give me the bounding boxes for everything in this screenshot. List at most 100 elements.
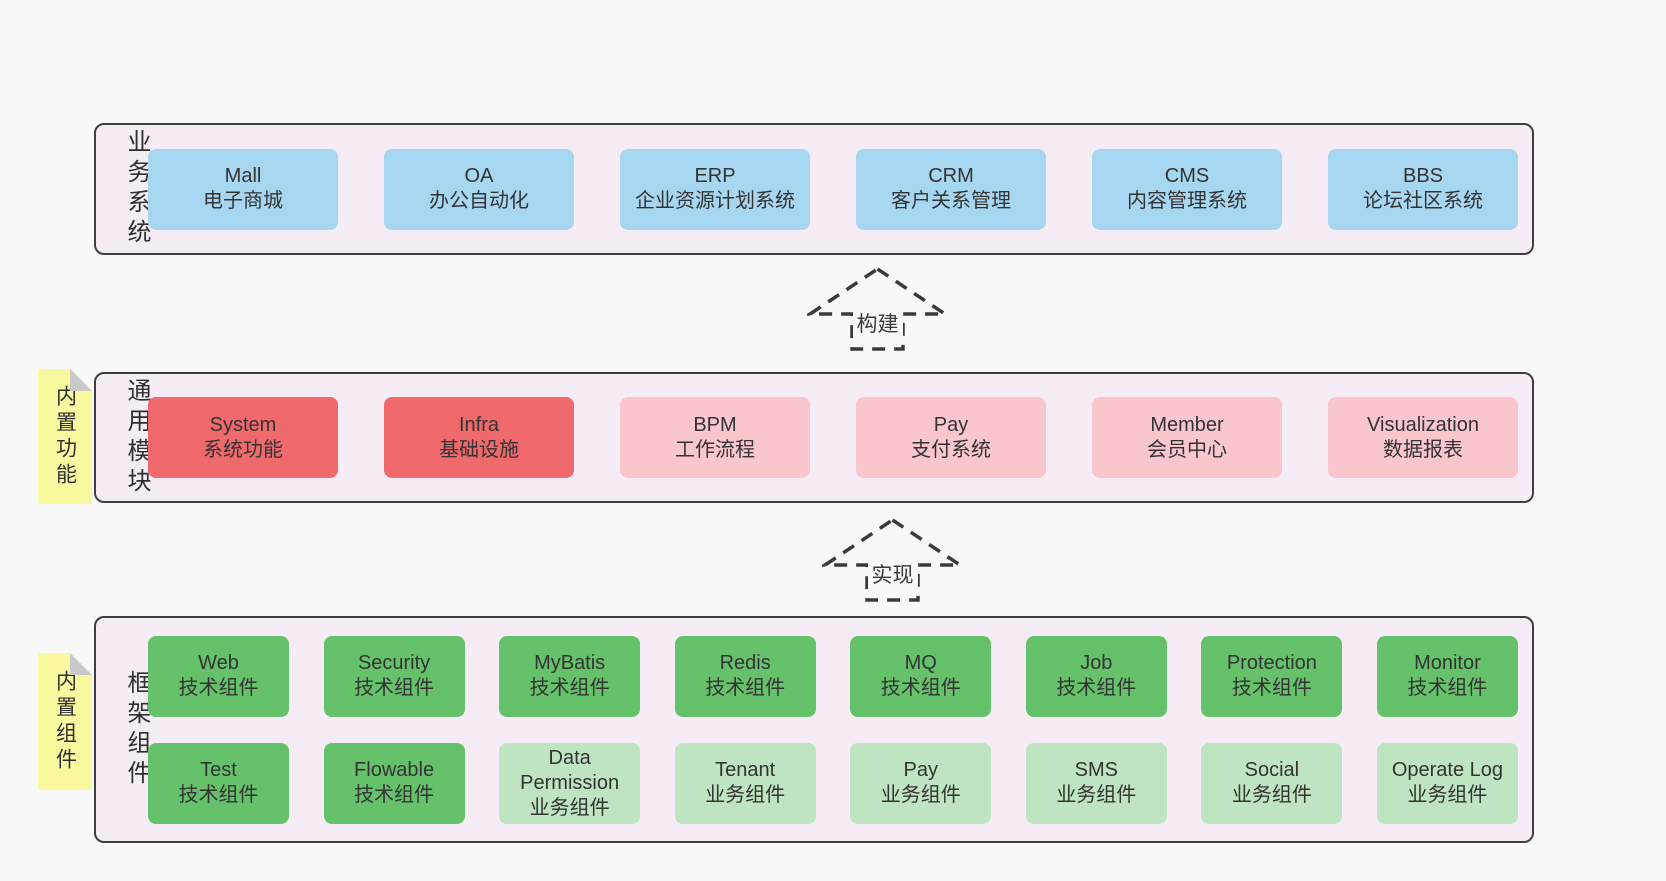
box-title: System xyxy=(209,413,277,436)
box-subtitle: 技术组件 xyxy=(705,677,786,699)
box-social: Social 业务组件 xyxy=(1201,742,1343,824)
box-subtitle: 客户关系管理 xyxy=(891,190,1011,212)
box-redis: Redis 技术组件 xyxy=(674,635,816,717)
box-member: Member 会员中心 xyxy=(1092,397,1282,478)
box-subtitle: 技术组件 xyxy=(354,784,435,806)
layer-business-systems: 业务系统 Mall 电子商城 OA 办公自动化 ERP 企业资源计划系统 CRM… xyxy=(94,123,1534,255)
layer-framework-components: 框架组件 Web 技术组件 Security 技术组件 MyBatis 技术组件… xyxy=(94,616,1534,843)
box-sms: SMS 业务组件 xyxy=(1025,742,1167,824)
box-subtitle: 支付系统 xyxy=(911,438,991,461)
up-arrow-icon xyxy=(819,517,966,602)
box-subtitle: 技术组件 xyxy=(1231,677,1312,699)
box-subtitle: 企业资源计划系统 xyxy=(635,190,795,212)
box-subtitle: 技术组件 xyxy=(178,677,259,699)
box-visualization: Visualization 数据报表 xyxy=(1328,397,1518,478)
up-arrow-icon xyxy=(804,266,951,351)
box-subtitle: 业务组件 xyxy=(705,784,786,806)
box-crm: CRM 客户关系管理 xyxy=(856,148,1046,230)
box-title: ERP xyxy=(694,165,736,187)
box-subtitle: 论坛社区系统 xyxy=(1363,190,1483,212)
box-title: SMS xyxy=(1074,759,1118,781)
box-subtitle: 办公自动化 xyxy=(429,190,529,212)
box-title: Mall xyxy=(224,165,262,187)
box-subtitle: 业务组件 xyxy=(1407,784,1488,806)
box-subtitle: 技术组件 xyxy=(1407,677,1488,699)
box-subtitle: 数据报表 xyxy=(1383,438,1463,461)
box-title: Infra xyxy=(458,413,500,436)
box-title: Monitor xyxy=(1414,652,1481,674)
business-boxes: Mall 电子商城 OA 办公自动化 ERP 企业资源计划系统 CRM 客户关系… xyxy=(148,148,1532,230)
box-title: Security xyxy=(357,652,431,674)
box-subtitle: 技术组件 xyxy=(1056,677,1137,699)
note-text: 内置组件 xyxy=(53,669,77,774)
layer-common-modules: 通用模块 System 系统功能 Infra 基础设施 BPM 工作流程 Pay… xyxy=(94,372,1534,503)
box-infra: Infra 基础设施 xyxy=(384,397,574,478)
box-subtitle: 技术组件 xyxy=(178,784,259,806)
box-subtitle: 基础设施 xyxy=(439,438,519,461)
arrow-label: 实现 xyxy=(867,558,918,590)
component-row-1: Web 技术组件 Security 技术组件 MyBatis 技术组件 Redi… xyxy=(148,635,1518,717)
box-title: BPM xyxy=(693,413,737,436)
box-subtitle: 业务组件 xyxy=(1056,784,1137,806)
note-fold-icon xyxy=(70,369,92,391)
box-subtitle: 技术组件 xyxy=(880,677,961,699)
box-web: Web 技术组件 xyxy=(148,635,289,717)
box-subtitle: 技术组件 xyxy=(529,677,610,699)
note-builtin-components: 内置组件 xyxy=(38,653,92,790)
box-erp: ERP 企业资源计划系统 xyxy=(620,148,810,230)
box-title: Test xyxy=(200,759,237,781)
box-subtitle: 系统功能 xyxy=(203,438,283,461)
box-mall: Mall 电子商城 xyxy=(148,148,338,230)
note-text: 内置功能 xyxy=(53,384,77,489)
box-title: Job xyxy=(1080,652,1113,674)
module-boxes: System 系统功能 Infra 基础设施 BPM 工作流程 Pay 支付系统… xyxy=(148,397,1532,478)
box-subtitle: 内容管理系统 xyxy=(1127,190,1247,212)
box-pay-module: Pay 支付系统 xyxy=(856,397,1046,478)
note-builtin-features: 内置功能 xyxy=(38,369,92,504)
arrow-build: 构建 xyxy=(804,266,951,352)
box-oa: OA 办公自动化 xyxy=(384,148,574,230)
box-security: Security 技术组件 xyxy=(323,635,465,717)
box-mybatis: MyBatis 技术组件 xyxy=(499,635,641,717)
box-title: Pay xyxy=(903,759,938,781)
box-title: Visualization xyxy=(1367,413,1479,436)
box-title: Tenant xyxy=(715,759,776,781)
component-rows: Web 技术组件 Security 技术组件 MyBatis 技术组件 Redi… xyxy=(148,635,1532,824)
box-monitor: Monitor 技术组件 xyxy=(1376,635,1518,717)
box-title: Flowable xyxy=(354,759,435,781)
layer-label-common-modules: 通用模块 xyxy=(123,377,150,498)
box-title: CRM xyxy=(928,165,974,187)
box-subtitle: 电子商城 xyxy=(203,190,283,212)
box-title: CMS xyxy=(1164,165,1210,187)
layer-label-business-systems: 业务系统 xyxy=(123,129,150,249)
box-mq: MQ 技术组件 xyxy=(850,635,992,717)
box-title: OA xyxy=(464,165,494,187)
box-title: MQ xyxy=(904,652,937,674)
box-pay-component: Pay 业务组件 xyxy=(850,742,992,824)
box-subtitle: 会员中心 xyxy=(1147,438,1227,461)
box-title: Operate Log xyxy=(1391,759,1504,781)
note-fold-icon xyxy=(70,653,92,675)
box-subtitle: 技术组件 xyxy=(354,677,435,699)
box-subtitle: 工作流程 xyxy=(675,438,755,461)
arrow-implement: 实现 xyxy=(819,517,966,603)
box-title: Member xyxy=(1150,413,1224,436)
box-title: Protection xyxy=(1226,652,1317,674)
box-bbs: BBS 论坛社区系统 xyxy=(1328,148,1518,230)
box-title: Social xyxy=(1244,759,1300,781)
box-test: Test 技术组件 xyxy=(148,742,289,824)
box-operate-log: Operate Log 业务组件 xyxy=(1376,742,1518,824)
box-subtitle: 业务组件 xyxy=(529,796,610,819)
box-job: Job 技术组件 xyxy=(1025,635,1167,717)
layer-label-framework-components: 框架组件 xyxy=(123,669,150,790)
box-system: System 系统功能 xyxy=(148,397,338,478)
box-subtitle: 业务组件 xyxy=(1231,784,1312,806)
box-title: Data Permission xyxy=(520,746,620,794)
box-title: Redis xyxy=(719,652,771,674)
box-tenant: Tenant 业务组件 xyxy=(674,742,816,824)
box-cms: CMS 内容管理系统 xyxy=(1092,148,1282,230)
component-row-2: Test 技术组件 Flowable 技术组件 Data Permission … xyxy=(148,742,1518,824)
box-data-permission: Data Permission 业务组件 xyxy=(499,742,641,824)
box-protection: Protection 技术组件 xyxy=(1201,635,1343,717)
box-subtitle: 业务组件 xyxy=(880,784,961,806)
